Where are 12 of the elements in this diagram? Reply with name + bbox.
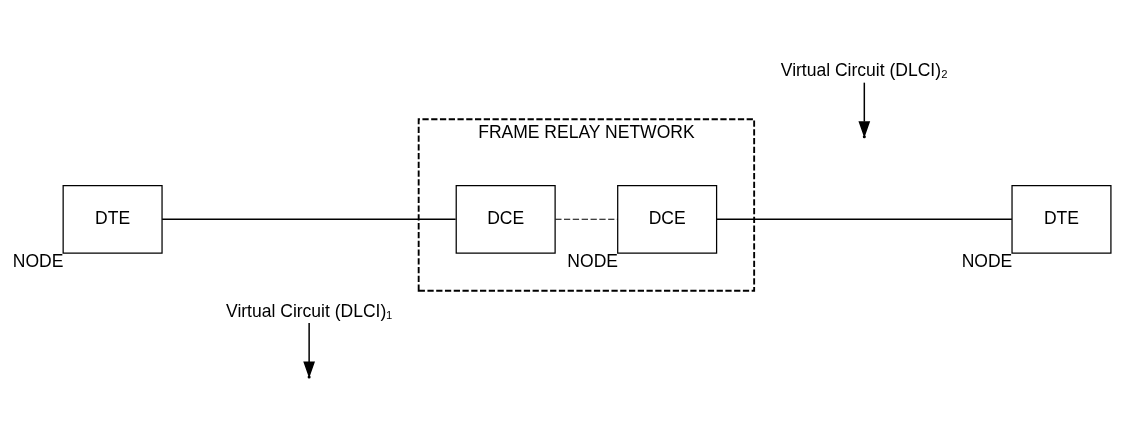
- node-text: Virtual Circuit (DLCI)₁: [226, 300, 393, 321]
- connector: [716, 218, 1013, 220]
- node-label: NODE: [961, 250, 1013, 271]
- node-box: DCE: [617, 184, 718, 254]
- node-label: NODE: [567, 250, 618, 271]
- connector: [161, 218, 457, 220]
- node-box: DCE: [455, 184, 556, 254]
- node-box: DTE: [62, 184, 163, 254]
- node-label: NODE: [12, 250, 64, 271]
- node-text: Virtual Circuit (DLCI)₂: [780, 59, 948, 80]
- connector: [555, 218, 619, 220]
- node-box: DTE: [1011, 184, 1112, 254]
